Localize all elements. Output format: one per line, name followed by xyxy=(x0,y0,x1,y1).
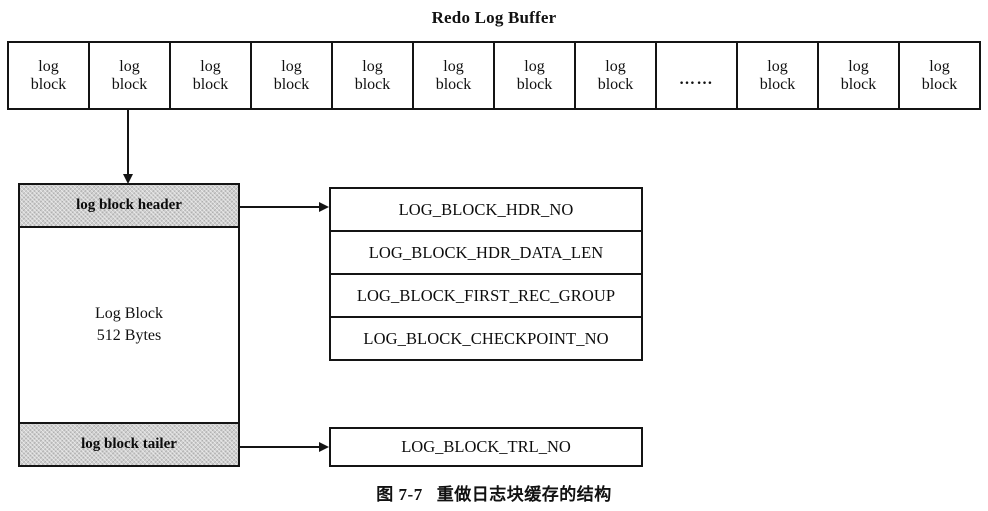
log-block-cell: log block xyxy=(576,43,657,108)
redo-log-buffer-strip: log block log block log block log block … xyxy=(7,41,981,110)
log-block-body-line1: Log Block xyxy=(95,304,163,322)
log-block-cell-line1: log xyxy=(38,57,59,75)
log-block-header-band: log block header xyxy=(20,185,238,228)
header-to-fields-arrow-icon xyxy=(240,202,329,212)
log-block-tailer-label: log block tailer xyxy=(81,436,177,452)
log-block-cell-line2: block xyxy=(840,75,877,93)
log-block-cell-line1: log xyxy=(767,57,788,75)
log-block-cell-line2: block xyxy=(273,75,310,93)
log-block-cell: log block xyxy=(333,43,414,108)
log-block-cell-line2: block xyxy=(516,75,553,93)
log-block-cell-line2: block xyxy=(435,75,472,93)
figure-caption: 图 7-7 重做日志块缓存的结构 xyxy=(0,480,988,505)
log-block-body: Log Block 512 Bytes xyxy=(20,228,238,422)
log-block-cell-line1: log xyxy=(362,57,383,75)
log-block-cell-line2: block xyxy=(921,75,958,93)
log-block-cell-line1: log xyxy=(605,57,626,75)
log-block-cell-line1: log xyxy=(524,57,545,75)
log-block-tailer-band: log block tailer xyxy=(20,422,238,465)
log-block-cell-line1: log xyxy=(281,57,302,75)
log-block-cell-line2: block xyxy=(111,75,148,93)
figure-title: Redo Log Buffer xyxy=(431,8,557,27)
log-block-cell-line2: block xyxy=(192,75,229,93)
log-block-cell-line1: log xyxy=(848,57,869,75)
ellipsis-dots: …… xyxy=(679,70,714,88)
log-block-cell-line1: log xyxy=(929,57,950,75)
log-block-body-line2: 512 Bytes xyxy=(96,327,162,344)
log-block-cell-line2: block xyxy=(354,75,391,93)
log-block-cell: log block xyxy=(738,43,819,108)
log-block-cell-line1: log xyxy=(443,57,464,75)
log-block-cell-line2: block xyxy=(597,75,634,93)
log-block-cell: log block xyxy=(171,43,252,108)
log-block-detail: log block header Log Block 512 Bytes log… xyxy=(18,183,240,467)
log-block-cell: log block xyxy=(414,43,495,108)
log-block-tailer-field: LOG_BLOCK_TRL_NO xyxy=(329,427,643,467)
figure-caption-text: 重做日志块缓存的结构 xyxy=(436,485,612,504)
tailer-to-field-arrow-icon xyxy=(240,442,329,452)
log-block-cell-line1: log xyxy=(119,57,140,75)
log-block-cell-line2: block xyxy=(759,75,796,93)
figure-caption-number: 图 7-7 xyxy=(376,485,423,504)
log-block-cell: log block xyxy=(900,43,979,108)
log-block-cell: log block xyxy=(495,43,576,108)
header-field-row: LOG_BLOCK_HDR_NO xyxy=(331,189,641,232)
log-block-cell: log block xyxy=(252,43,333,108)
header-field-row: LOG_BLOCK_FIRST_REC_GROUP xyxy=(331,275,641,318)
header-field-row: LOG_BLOCK_CHECKPOINT_NO xyxy=(331,318,641,359)
log-block-cell-line2: block xyxy=(30,75,67,93)
header-field-row: LOG_BLOCK_HDR_DATA_LEN xyxy=(331,232,641,275)
log-block-header-label: log block header xyxy=(76,197,182,213)
ellipsis-cell: …… xyxy=(657,43,738,108)
log-block-cell: log block xyxy=(819,43,900,108)
log-block-header-field-stack: LOG_BLOCK_HDR_NO LOG_BLOCK_HDR_DATA_LEN … xyxy=(329,187,643,361)
log-block-cell-line1: log xyxy=(200,57,221,75)
down-arrow-icon xyxy=(123,110,133,184)
log-block-cell: log block xyxy=(90,43,171,108)
log-block-cell: log block xyxy=(9,43,90,108)
